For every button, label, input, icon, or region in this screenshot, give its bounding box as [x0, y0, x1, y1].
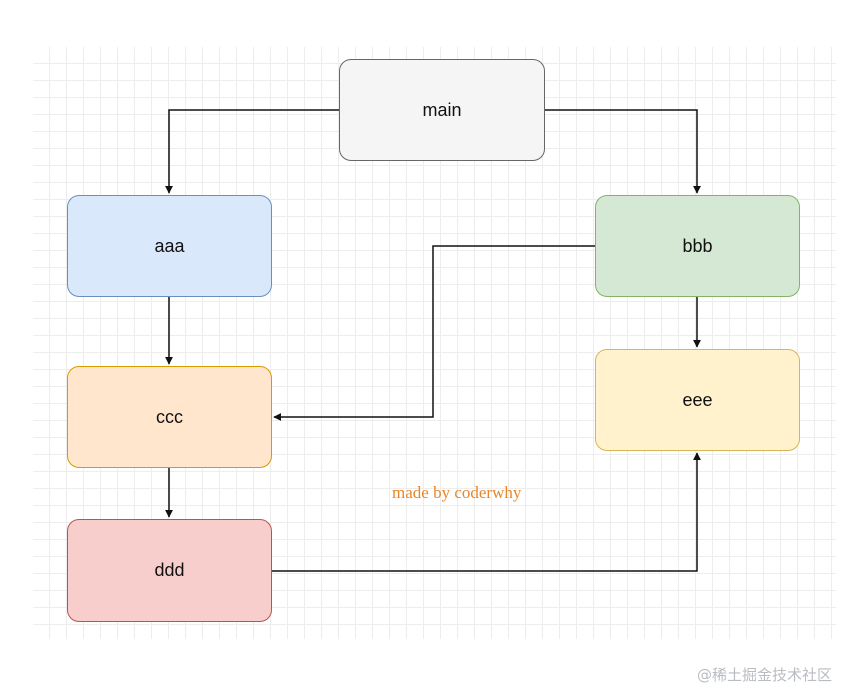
node-aaa[interactable]: aaa: [67, 195, 272, 297]
edge-bbb-to-ccc: [273, 245, 595, 421]
edge-main-to-bbb: [545, 109, 701, 194]
node-ddd[interactable]: ddd: [67, 519, 272, 622]
node-ccc-label: ccc: [156, 406, 183, 427]
node-ddd-label: ddd: [154, 560, 185, 580]
node-eee-label: eee: [682, 389, 713, 410]
node-bbb-label: bbb: [682, 235, 713, 256]
edge-ddd-to-eee: [272, 452, 701, 572]
node-ccc[interactable]: ccc: [67, 366, 272, 468]
node-main[interactable]: main: [339, 59, 545, 161]
node-bbb[interactable]: bbb: [595, 195, 800, 297]
node-main-label: main: [422, 99, 462, 120]
node-eee[interactable]: eee: [595, 349, 800, 451]
footer-credit: @稀土掘金技术社区: [696, 666, 832, 684]
watermark-text: made by coderwhy: [392, 483, 522, 502]
edge-main-to-aaa: [165, 109, 339, 194]
node-aaa-label: aaa: [154, 235, 185, 256]
